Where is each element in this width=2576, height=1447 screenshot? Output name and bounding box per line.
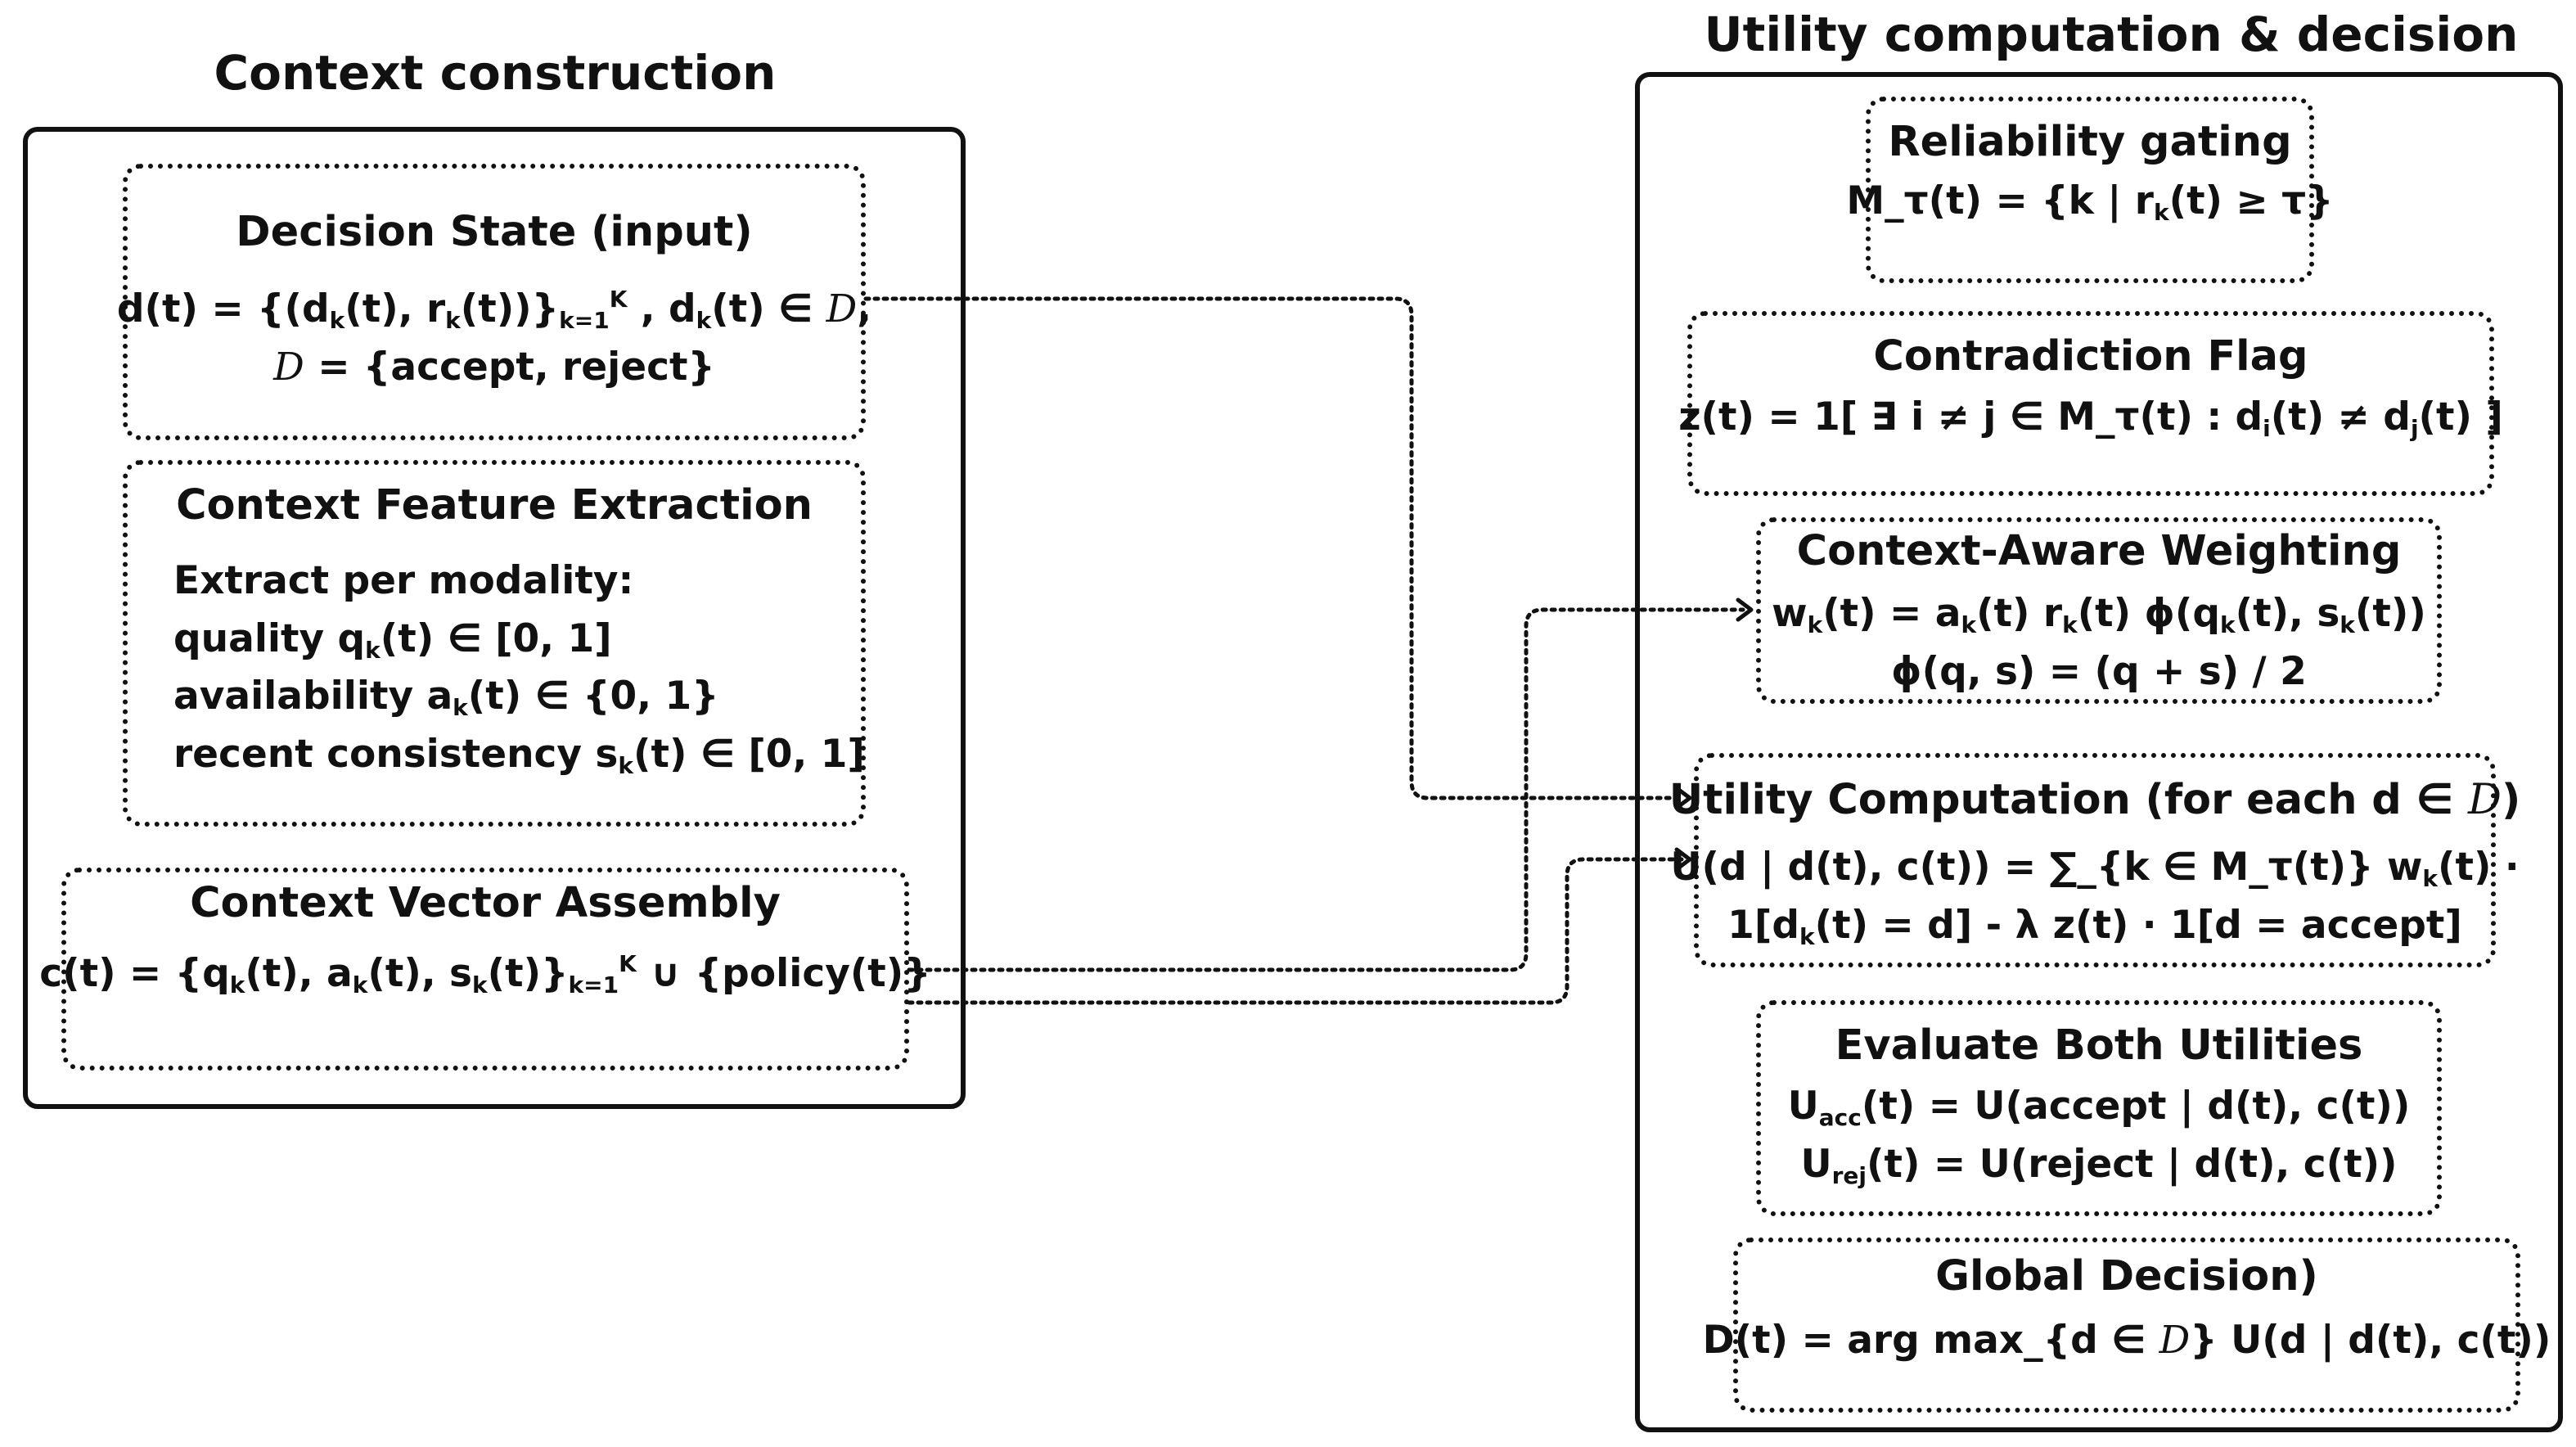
connector-vector-to-utility [907,857,1684,1005]
context-weighting-heading: Context-Aware Weighting [1796,527,2402,575]
formula-line: Extract per modality: [173,558,634,603]
decision-state-formula: d(t) = {(dk(t), rk(t))}k=1K , dk(t) ∈ D,… [117,281,871,396]
decision-state-heading: Decision State (input) [236,208,753,256]
global-decision-box: Global Decision) D(t) = arg max_{d ∈ D} … [1703,1237,2551,1413]
connector-decision-state-to-utility [863,296,1684,800]
context-weighting-formula: wk(t) = ak(t) rk(t) ϕ(qk(t), sk(t)) ϕ(q, … [1772,585,2426,701]
context-construction-panel [23,127,966,1109]
vector-assembly-heading: Context Vector Assembly [190,879,781,927]
evaluate-utilities-heading: Evaluate Both Utilities [1835,1021,2363,1070]
formula-line: Urej(t) = U(reject | d(t), c(t)) [1800,1141,2398,1189]
formula-line: recent consistency sk(t) ∈ [0, 1] [173,731,865,779]
formula-line: d(t) = {(dk(t), rk(t))}k=1K , dk(t) ∈ D, [116,286,872,334]
evaluate-utilities-formulas: Uacc(t) = U(accept | d(t), c(t)) Urej(t) … [1788,1078,2411,1193]
left-panel-title: Context construction [214,45,777,101]
formula-line: quality qk(t) ∈ [0, 1] [173,615,612,664]
arrowhead-utility-top [1674,786,1692,810]
formula-line: wk(t) = ak(t) rk(t) ϕ(qk(t), sk(t)) [1772,591,2426,638]
connector-vector-to-weighting [907,607,1745,972]
contradiction-flag-box: Contradiction Flag z(t) = 1[ ∃ i ≠ j ∈ M… [1678,311,2503,496]
formula-line: availability ak(t) ∈ {0, 1} [173,674,719,721]
formula-line: U(d | d(t), c(t)) = ∑_{k ∈ M_τ(t)} wk(t)… [1670,845,2520,892]
utility-decision-panel [1635,72,2563,1432]
formula-line: D(t) = arg max_{d ∈ D} U(d | d(t), c(t)) [1702,1318,2551,1363]
feature-extraction-heading: Context Feature Extraction [176,481,813,530]
formula-line: z(t) = 1[ ∃ i ≠ j ∈ M_τ(t) : di(t) ≠ dj(… [1678,394,2503,442]
arrowhead-weighting [1736,597,1754,622]
evaluate-utilities-box: Evaluate Both Utilities Uacc(t) = U(acce… [1756,1000,2442,1216]
formula-line: ϕ(q, s) = (q + s) / 2 [1891,648,2307,694]
reliability-gating-heading: Reliability gating [1888,118,2292,166]
utility-computation-heading: Utility Computation (for each d ∈ D) [1669,776,2521,824]
feature-extraction-box: Context Feature Extraction Extract per m… [123,460,866,827]
vector-assembly-box: Context Vector Assembly c(t) = {qk(t), a… [39,868,931,1071]
utility-computation-box: Utility Computation (for each d ∈ D) U(d… [1669,753,2520,967]
decision-state-box: Decision State (input) d(t) = {(dk(t), r… [117,164,871,440]
reliability-gating-formula: M_τ(t) = {k | rk(t) ≥ τ} [1846,173,2333,231]
contradiction-flag-heading: Contradiction Flag [1873,332,2308,381]
formula-line: c(t) = {qk(t), ak(t), sk(t)}k=1K ∪ {poli… [39,950,931,998]
global-decision-heading: Global Decision) [1935,1252,2318,1300]
utility-computation-formula: U(d | d(t), c(t)) = ∑_{k ∈ M_τ(t)} wk(t)… [1670,839,2519,954]
contradiction-flag-formula: z(t) = 1[ ∃ i ≠ j ∈ M_τ(t) : di(t) ≠ dj(… [1678,389,2503,447]
formula-line: D = {accept, reject} [273,344,715,390]
right-panel-title: Utility computation & decision [1704,7,2519,62]
feature-extraction-list: Extract per modality: quality qk(t) ∈ [0,… [128,552,865,783]
reliability-gating-box: Reliability gating M_τ(t) = {k | rk(t) ≥… [1846,97,2334,283]
formula-line: M_τ(t) = {k | rk(t) ≥ τ} [1846,178,2334,226]
formula-line: Uacc(t) = U(accept | d(t), c(t)) [1787,1084,2411,1131]
formula-line: 1[dk(t) = d] - λ z(t) · 1[d = accept] [1727,902,2462,950]
context-weighting-box: Context-Aware Weighting wk(t) = ak(t) rk… [1756,517,2442,704]
vector-assembly-formula: c(t) = {qk(t), ak(t), sk(t)}k=1K ∪ {poli… [39,945,930,1003]
arrowhead-utility-bottom [1674,847,1692,872]
global-decision-formula: D(t) = arg max_{d ∈ D} U(d | d(t), c(t)) [1703,1312,2551,1370]
